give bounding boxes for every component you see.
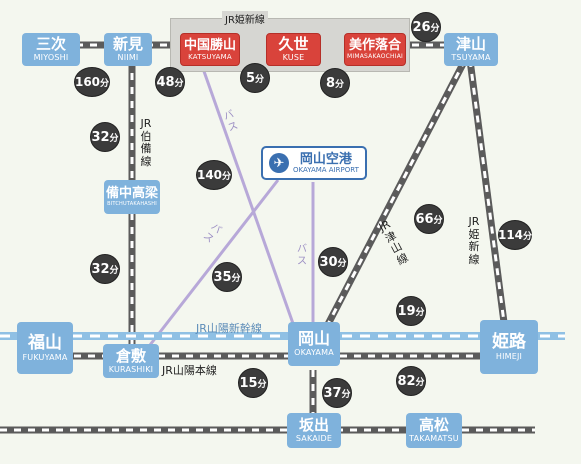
- bus-route-katsuyama-okayama: [198, 59, 298, 333]
- bus-label-airport-okayama: バス: [297, 244, 307, 267]
- station-himeji[interactable]: 姫路 HIMEJI: [480, 320, 538, 374]
- okayama-airport[interactable]: ✈ 岡山空港 OKAYAMA AIRPORT: [261, 146, 367, 180]
- line-label-sanyo-shinkansen: JR山陽新幹線: [196, 322, 262, 335]
- station-bitchu-takahashi[interactable]: 備中高梁 BITCHUTAKAHASHI: [104, 180, 160, 214]
- station-tsuyama[interactable]: 津山 TSUYAMA: [444, 33, 498, 66]
- station-mimasaka-ochiai[interactable]: 美作落合 MIMASAKAOCHIAI: [344, 33, 406, 66]
- line-label-himeshin-top: JR姫新線: [222, 11, 268, 26]
- station-miyoshi[interactable]: 三次 MIYOSHI: [22, 33, 80, 66]
- station-sakaide[interactable]: 坂出 SAKAIDE: [287, 413, 341, 448]
- station-niimi[interactable]: 新見 NIIMI: [104, 33, 152, 66]
- airplane-icon: ✈: [269, 153, 289, 173]
- line-label-hakubi: JR伯備線: [140, 117, 152, 168]
- station-katsuyama[interactable]: 中国勝山 KATSUYAMA: [180, 33, 240, 66]
- station-okayama[interactable]: 岡山 OKAYAMA: [288, 322, 340, 366]
- rail-himeshin-right: [466, 59, 509, 331]
- station-kuse[interactable]: 久世 KUSE: [266, 33, 321, 66]
- line-label-himeshin-right: JR姫新線: [468, 215, 480, 266]
- line-label-sanyo-main: JR山陽本線: [162, 364, 217, 377]
- station-fukuyama[interactable]: 福山 FUKUYAMA: [17, 322, 73, 374]
- bus-route-airport-kurashiki: [148, 179, 280, 346]
- station-kurashiki[interactable]: 倉敷 KURASHIKI: [103, 344, 159, 378]
- station-takamatsu[interactable]: 高松 TAKAMATSU: [406, 413, 462, 448]
